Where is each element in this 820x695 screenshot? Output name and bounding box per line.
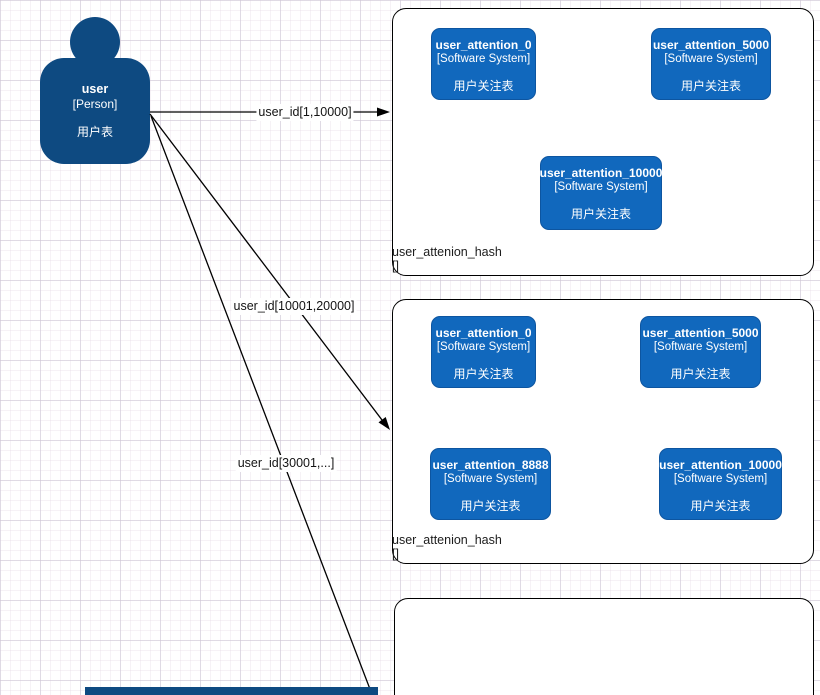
person-type-label: [Person] <box>72 97 118 111</box>
system-box-user-attention-8888[interactable]: user_attention_8888 [Software System] 用户… <box>430 448 551 520</box>
system-type-label: [Software System] <box>443 473 538 485</box>
system-type-label: [Software System] <box>436 53 531 65</box>
system-box-user-attention-5000[interactable]: user_attention_5000 [Software System] 用户… <box>640 316 761 388</box>
edge-label-3[interactable]: user_id[30001,...] <box>235 455 337 472</box>
container-name: user_attenion_hash <box>392 245 502 259</box>
system-name: user_attention_8888 <box>432 458 549 472</box>
system-box-user-attention-0[interactable]: user_attention_0 [Software System] 用户关注表 <box>431 316 536 388</box>
system-box-user-attention-5000[interactable]: user_attention_5000 [Software System] 用户… <box>651 28 771 100</box>
system-box-user-attention-10000[interactable]: user_attention_10000 [Software System] 用… <box>659 448 782 520</box>
person-description: 用户表 <box>76 125 113 139</box>
container-tag: [] <box>392 259 399 273</box>
system-type-label: [Software System] <box>664 53 758 65</box>
group-container-3[interactable] <box>394 598 814 695</box>
system-type-label: [Software System] <box>436 341 531 353</box>
edge-line-2[interactable] <box>149 113 390 430</box>
edge-line-3[interactable] <box>150 115 373 695</box>
edge-label-1[interactable]: user_id[1,10000] <box>256 104 354 121</box>
system-description: 用户关注表 <box>690 499 751 513</box>
system-name: user_attention_10000 <box>539 166 663 180</box>
system-name: user_attention_0 <box>435 38 532 52</box>
person-name: user <box>81 82 109 96</box>
edge-label-2[interactable]: user_id[10001,20000] <box>231 298 357 315</box>
system-description: 用户关注表 <box>680 79 741 93</box>
system-type-label: [Software System] <box>554 181 648 193</box>
system-name: user_attention_5000 <box>652 38 770 52</box>
system-name: user_attention_5000 <box>642 326 759 340</box>
container-1-label: user_attenion_hash [] <box>392 245 502 273</box>
system-description: 用户关注表 <box>460 499 521 513</box>
system-box-user-attention-0[interactable]: user_attention_0 [Software System] 用户关注表 <box>431 28 536 100</box>
system-description: 用户关注表 <box>570 207 631 221</box>
person-body: user [Person] 用户表 <box>40 58 150 164</box>
container-tag: [] <box>392 547 399 561</box>
partial-shape-bottom[interactable] <box>85 687 378 695</box>
system-box-user-attention-10000[interactable]: user_attention_10000 [Software System] 用… <box>540 156 662 230</box>
container-2-label: user_attenion_hash [] <box>392 533 502 561</box>
system-type-label: [Software System] <box>653 341 748 353</box>
system-name: user_attention_0 <box>435 326 532 340</box>
system-description: 用户关注表 <box>670 367 731 381</box>
system-name: user_attention_10000 <box>659 458 782 472</box>
system-description: 用户关注表 <box>453 367 514 381</box>
system-description: 用户关注表 <box>453 79 514 93</box>
container-name: user_attenion_hash <box>392 533 502 547</box>
system-type-label: [Software System] <box>673 473 768 485</box>
